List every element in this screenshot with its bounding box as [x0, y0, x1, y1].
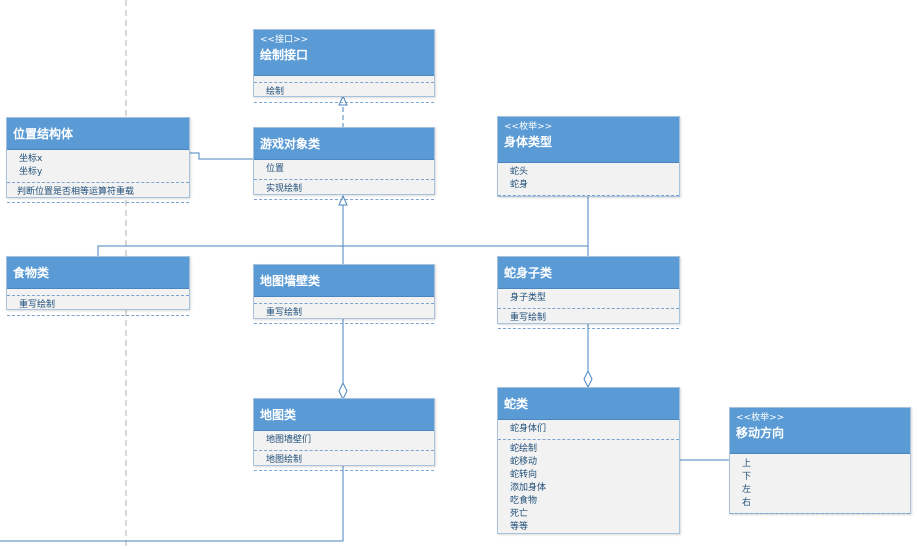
position-association-line [189, 152, 253, 160]
attribute-item: 坐标y [19, 167, 43, 177]
method-section: 蛇绘制 蛇移动 蛇转向 添加身体 吃食物 死亡 等等 [498, 440, 679, 537]
attribute-item: 地图墙壁们 [266, 435, 312, 445]
class-title: 位置结构体 [13, 127, 74, 141]
class-game-object[interactable]: 游戏对象类 位置 实现绘制 [253, 127, 435, 200]
method-item: 蛇转向 [510, 470, 538, 480]
method-section: 重写绘制 [7, 296, 189, 316]
class-header: 蛇类 [498, 388, 679, 420]
attribute-item: 坐标x [19, 154, 43, 164]
stereotype-label: <<接口>> [260, 35, 309, 45]
class-header: <<枚举>> 身体类型 [498, 117, 679, 163]
attribute-item: 蛇身体们 [510, 424, 547, 434]
enum-values-section: 蛇头 蛇身 [498, 163, 679, 196]
class-title: 地图墙壁类 [260, 274, 321, 288]
stereotype-label: <<枚举>> [504, 122, 553, 132]
method-section: 绘制 [254, 83, 434, 103]
method-section: 判断位置是否相等运算符重载 [7, 183, 189, 203]
method-section: 重写绘制 [254, 304, 434, 324]
method-section: 实现绘制 [254, 180, 434, 200]
class-title: 地图类 [260, 408, 297, 422]
attribute-section: 坐标x 坐标y [7, 150, 189, 183]
enum-item: 上 [742, 459, 752, 469]
food-inheritance-line [97, 245, 588, 257]
enum-item: 蛇头 [510, 167, 529, 177]
stereotype-label: <<枚举>> [736, 413, 785, 423]
attribute-item: 位置 [266, 164, 285, 174]
attribute-section: 身子类型 [498, 289, 679, 309]
method-item: 添加身体 [510, 483, 547, 493]
class-header: <<接口>> 绘制接口 [254, 30, 434, 76]
class-header: <<枚举>> 移动方向 [730, 408, 910, 454]
snake-aggregation-diamond [583, 369, 593, 389]
class-snake[interactable]: 蛇类 蛇身体们 蛇绘制 蛇移动 蛇转向 添加身体 吃食物 死亡 等等 [497, 387, 680, 534]
class-title: 身体类型 [504, 135, 553, 149]
method-item: 等等 [510, 522, 529, 532]
enum-item: 蛇身 [510, 180, 529, 190]
method-item: 吃食物 [510, 496, 538, 506]
class-title: 食物类 [13, 266, 50, 280]
class-title: 绘制接口 [260, 48, 309, 62]
method-item: 地图绘制 [266, 455, 303, 465]
class-header: 位置结构体 [7, 118, 189, 150]
map-left-line [0, 466, 344, 542]
method-section: 地图绘制 [254, 451, 434, 471]
enum-item: 右 [742, 498, 752, 508]
inheritance-arrowhead [338, 194, 348, 206]
method-item: 重写绘制 [510, 313, 547, 323]
attribute-section [7, 289, 189, 296]
attribute-item: 身子类型 [510, 293, 547, 303]
method-item: 绘制 [266, 87, 285, 97]
class-header: 食物类 [7, 257, 189, 289]
class-header: 地图类 [254, 399, 434, 431]
enum-values-section: 上 下 左 右 [730, 454, 910, 514]
method-section: 重写绘制 [498, 309, 679, 329]
method-item: 重写绘制 [266, 308, 303, 318]
class-position-struct[interactable]: 位置结构体 坐标x 坐标y 判断位置是否相等运算符重载 [6, 117, 190, 203]
class-title: 游戏对象类 [260, 137, 321, 151]
attribute-section [254, 76, 434, 83]
method-item: 判断位置是否相等运算符重载 [17, 187, 135, 197]
attribute-section: 位置 [254, 160, 434, 180]
class-snake-body[interactable]: 蛇身子类 身子类型 重写绘制 [497, 256, 680, 329]
enum-item: 左 [742, 485, 752, 495]
class-header: 游戏对象类 [254, 128, 434, 160]
class-body-type-enum[interactable]: <<枚举>> 身体类型 蛇头 蛇身 [497, 116, 680, 197]
class-title: 蛇类 [504, 397, 529, 411]
attribute-section [254, 297, 434, 304]
method-item: 重写绘制 [19, 300, 56, 310]
method-item: 蛇移动 [510, 457, 538, 467]
class-title: 移动方向 [736, 426, 785, 440]
method-item: 死亡 [510, 509, 529, 519]
class-map[interactable]: 地图类 地图墙壁们 地图绘制 [253, 398, 435, 471]
class-draw-interface[interactable]: <<接口>> 绘制接口 绘制 [253, 29, 435, 103]
method-item: 实现绘制 [266, 184, 303, 194]
method-item: 蛇绘制 [510, 444, 538, 454]
class-map-wall[interactable]: 地图墙壁类 重写绘制 [253, 264, 435, 324]
attribute-section: 地图墙壁们 [254, 431, 434, 451]
attribute-section: 蛇身体们 [498, 420, 679, 440]
enum-item: 下 [742, 472, 752, 482]
class-title: 蛇身子类 [504, 266, 553, 280]
map-aggregation-diamond [338, 381, 348, 401]
class-direction-enum[interactable]: <<枚举>> 移动方向 上 下 左 右 [729, 407, 911, 514]
class-header: 地图墙壁类 [254, 265, 434, 297]
class-header: 蛇身子类 [498, 257, 679, 289]
class-food[interactable]: 食物类 重写绘制 [6, 256, 190, 316]
